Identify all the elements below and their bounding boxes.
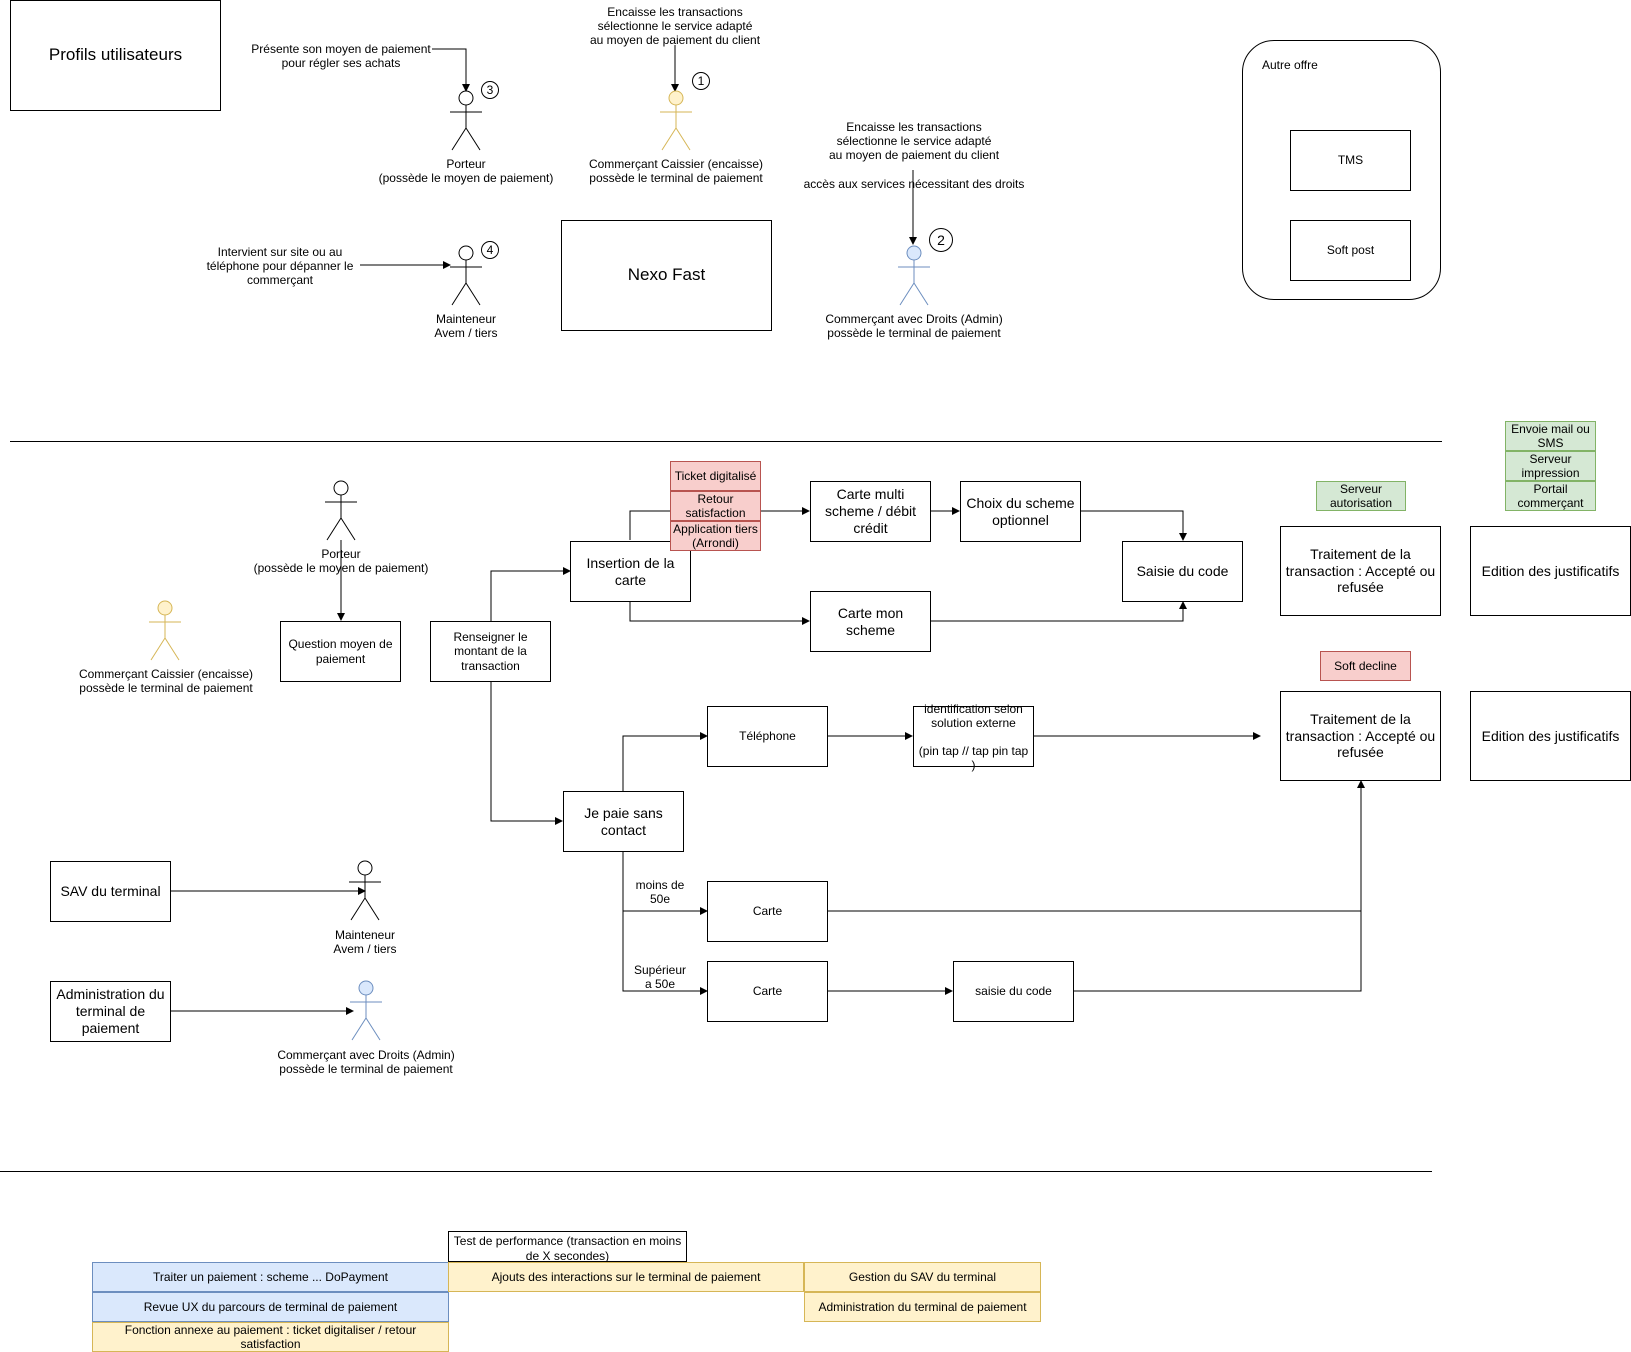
arrow-sanscontact-to-telephone: [622, 732, 708, 791]
badge-1: 1: [692, 72, 710, 90]
traitement-transaction-box-1: Traitement de la transaction : Accepté o…: [1280, 526, 1441, 616]
insertion-carte-box: Insertion de la carte: [570, 541, 691, 602]
legend-administration-terminal: Administration du terminal de paiement: [804, 1292, 1041, 1322]
profils-title: Profils utilisateurs: [48, 45, 183, 65]
edition-justificatifs-box-1: Edition des justificatifs: [1470, 526, 1631, 616]
tag-serveur-impression: Serveur impression: [1505, 451, 1596, 481]
label-moins-50: moins de 50e: [635, 878, 685, 906]
flow-porteur-label: Porteur (possède le moyen de paiement): [253, 547, 429, 575]
sav-terminal-box: SAV du terminal: [50, 861, 171, 922]
legend-ajouts-interactions: Ajouts des interactions sur le terminal …: [448, 1262, 804, 1292]
arrow-sanscontact-to-carte2: [622, 911, 708, 995]
soft-post-label: Soft post: [1326, 243, 1375, 258]
separator-top: [10, 441, 1442, 442]
actor-admin-flow-icon: [350, 980, 382, 1041]
legend-fonction-annexe: Fonction annexe au paiement : ticket dig…: [92, 1322, 449, 1352]
arrow-insertion-to-monscheme: [629, 602, 810, 625]
legend-traiter-paiement: Traiter un paiement : scheme ... DoPayme…: [92, 1262, 449, 1292]
profils-title-box: Profils utilisateurs: [10, 0, 221, 111]
nexo-fast-title: Nexo Fast: [627, 265, 706, 285]
legend-revue-ux: Revue UX du parcours de terminal de paie…: [92, 1292, 449, 1322]
carte-mon-scheme-box: Carte mon scheme: [810, 591, 931, 652]
admin-label: Commerçant avec Droits (Admin) possède l…: [825, 312, 1003, 340]
traitement-transaction-box-2: Traitement de la transaction : Accepté o…: [1280, 691, 1441, 781]
flow-caissier-label: Commerçant Caissier (encaisse) possède l…: [78, 667, 254, 695]
caissier-note: Encaisse les transactions sélectionne le…: [589, 5, 761, 47]
tag-soft-decline: Soft decline: [1320, 651, 1411, 681]
actor-caissier-flow-icon: [149, 600, 181, 661]
porteur-label: Porteur (possède le moyen de paiement): [378, 157, 554, 185]
question-moyen-box: Question moyen de paiement: [280, 621, 401, 682]
badge-3: 3: [481, 81, 499, 99]
tag-application-tiers: Application tiers (Arrondi): [670, 521, 761, 551]
legend-gestion-sav: Gestion du SAV du terminal: [804, 1262, 1041, 1292]
arrow-monscheme-to-saisie: [931, 601, 1187, 622]
identification-box: identification selon solution externe (p…: [913, 702, 1034, 772]
test-performance-box: Test de performance (transaction en moin…: [448, 1231, 687, 1263]
arrow-renseigner-to-sanscontact: [490, 682, 563, 825]
soft-post-box: Soft post: [1290, 220, 1411, 281]
tag-portail-commercant: Portail commerçant: [1505, 481, 1596, 511]
carte-multi-scheme-box: Carte multi scheme / débit crédit: [810, 481, 931, 542]
admin-note-rights: accès aux services nécessitant des droit…: [803, 177, 1025, 191]
saisie-code-box: Saisie du code: [1122, 541, 1243, 602]
badge-2: 2: [929, 228, 953, 252]
tms-label: TMS: [1337, 153, 1364, 168]
actor-porteur-top-icon: [450, 90, 482, 151]
saisie-code-small-box: saisie du code: [953, 961, 1074, 1022]
autre-offre-container: [1242, 40, 1441, 300]
arrow-note3-to-porteur: [432, 48, 470, 92]
actor-mainteneur-flow-icon: [349, 860, 381, 921]
badge-4: 4: [481, 241, 499, 259]
tag-serveur-autorisation: Serveur autorisation: [1316, 481, 1406, 511]
arrow-renseigner-to-insertion: [490, 567, 571, 622]
administration-terminal-box: Administration du terminal de paiement: [50, 981, 171, 1042]
admin-note: Encaisse les transactions sélectionne le…: [828, 120, 1000, 162]
tag-retour-satisfaction: Retour satisfaction: [670, 491, 761, 521]
mainteneur-note: Intervient sur site ou au téléphone pour…: [206, 245, 354, 287]
actor-porteur-flow-icon: [325, 480, 357, 541]
porteur-note: Présente son moyen de paiement pour régl…: [251, 42, 431, 70]
actor-admin-top-icon: [898, 245, 930, 306]
nexo-fast-box: Nexo Fast: [561, 220, 772, 331]
choix-scheme-box: Choix du scheme optionnel: [960, 481, 1081, 542]
flow-mainteneur-label: Mainteneur Avem / tiers: [333, 928, 397, 956]
je-paie-sans-contact-box: Je paie sans contact: [563, 791, 684, 852]
carte-box-moins: Carte: [707, 881, 828, 942]
mainteneur-label: Mainteneur Avem / tiers: [434, 312, 498, 340]
edition-justificatifs-box-2: Edition des justificatifs: [1470, 691, 1631, 781]
label-superieur-50: Supérieur a 50e: [633, 963, 687, 991]
actor-mainteneur-top-icon: [450, 245, 482, 306]
tag-envoie-mail: Envoie mail ou SMS: [1505, 421, 1596, 451]
actor-caissier-top-icon: [660, 90, 692, 151]
tms-box: TMS: [1290, 130, 1411, 191]
arrow-choix-to-saisie: [1081, 510, 1187, 541]
caissier-label: Commerçant Caissier (encaisse) possède l…: [588, 157, 764, 185]
arrow-saisie-to-traitement: [1073, 780, 1365, 992]
renseigner-montant-box: Renseigner le montant de la transaction: [430, 621, 551, 682]
carte-box-superieur: Carte: [707, 961, 828, 1022]
tag-ticket-digitalise: Ticket digitalisé: [670, 461, 761, 491]
autre-offre-label: Autre offre: [1262, 58, 1318, 72]
flow-admin-label: Commerçant avec Droits (Admin) possède l…: [277, 1048, 455, 1076]
separator-bottom: [0, 1171, 1432, 1172]
telephone-box: Téléphone: [707, 706, 828, 767]
